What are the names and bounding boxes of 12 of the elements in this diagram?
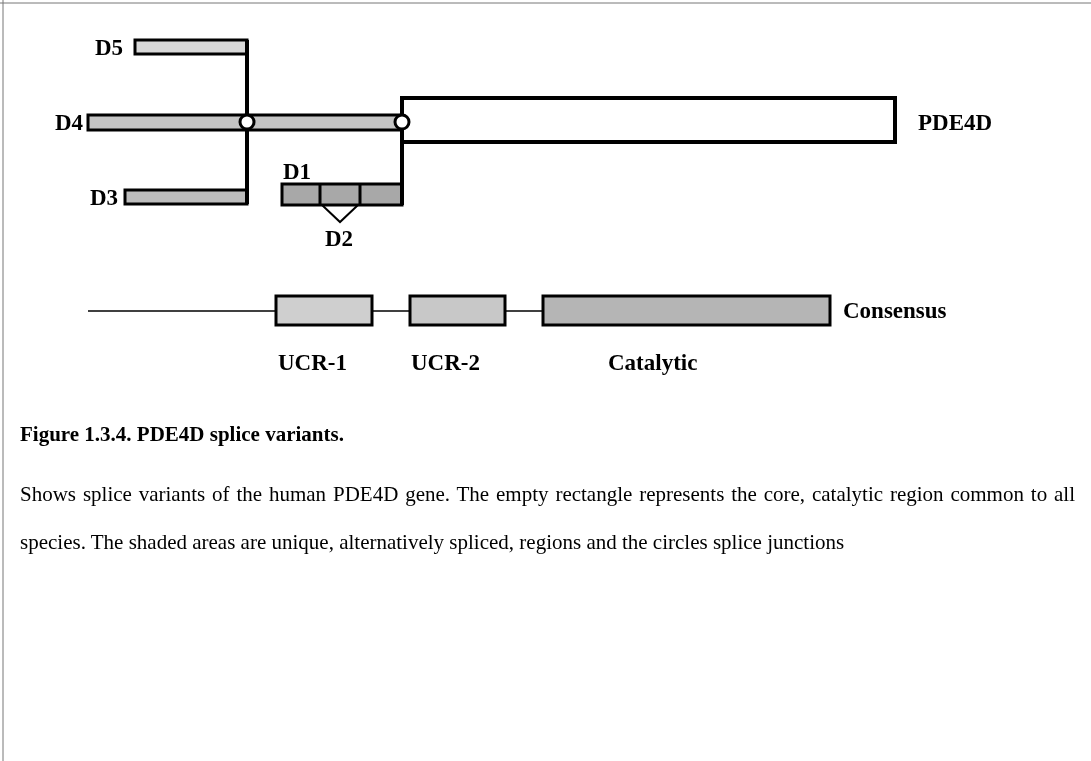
variant-label: D1 bbox=[283, 160, 312, 184]
variant-label: D3 bbox=[90, 186, 119, 210]
sequence-label: Consensus bbox=[843, 299, 947, 323]
region-label: UCR-2 bbox=[411, 351, 480, 375]
variant-label: D5 bbox=[95, 36, 124, 60]
figure-caption: Shows splice variants of the human PDE4D gene. The empty rectangle represents the core, catalytic region common to all species. The shaded areas are unique, alternatively spliced, regions and the circles splice junctions bbox=[20, 481, 1075, 556]
region-label: UCR-1 bbox=[278, 351, 347, 375]
variant-label: D4 bbox=[55, 111, 84, 135]
variant-label: D2 bbox=[325, 227, 354, 251]
variant-label: PDE4D bbox=[918, 111, 993, 135]
figure-title: Figure 1.3.4. PDE4D splice variants. bbox=[20, 422, 344, 447]
region-label: Catalytic bbox=[608, 351, 698, 375]
